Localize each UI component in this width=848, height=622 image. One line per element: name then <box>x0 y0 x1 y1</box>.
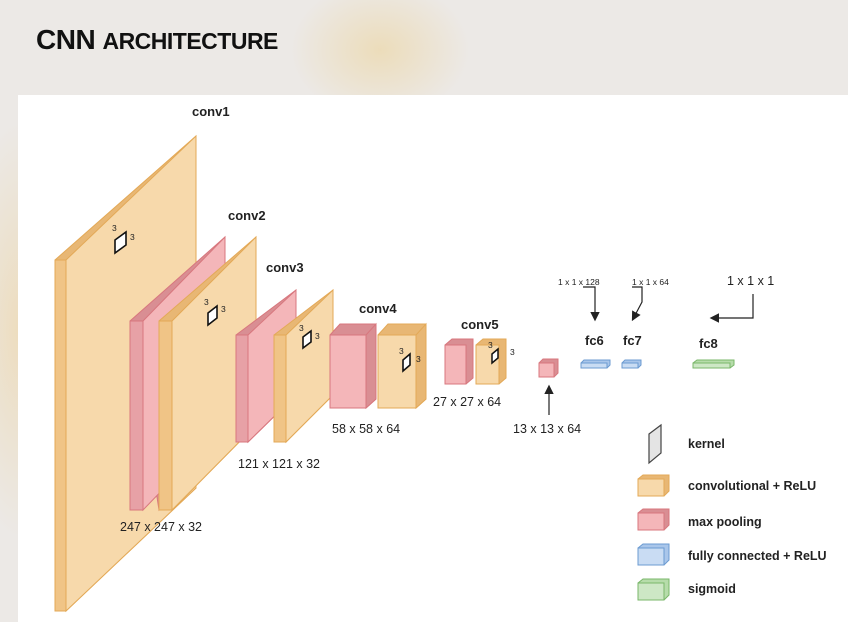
page-title: CNN ARCHITECTURE <box>36 24 278 55</box>
legend-item-kernel: kernel <box>648 423 725 465</box>
kernel-icon <box>302 329 312 350</box>
arrow <box>631 286 643 322</box>
fc7-label: fc7 <box>623 333 642 348</box>
conv4-block <box>377 322 427 410</box>
diagram-panel: conv1 3 3 conv2 3 3 conv3 3 3 <box>18 95 848 622</box>
legend-item-pool: max pooling <box>637 508 762 531</box>
legend-swatch <box>637 512 665 531</box>
conv1-label: conv1 <box>192 104 230 119</box>
conv5-label: conv5 <box>461 317 499 332</box>
dimension-label: 13 x 13 x 64 <box>513 422 581 436</box>
conv2-block <box>158 235 257 512</box>
pool5-block <box>538 358 559 378</box>
kernel-size-label: 3 <box>399 346 404 356</box>
conv3-label: conv3 <box>266 260 304 275</box>
dimension-label: 121 x 121 x 32 <box>238 457 320 471</box>
kernel-size-label: 3 <box>221 304 226 314</box>
kernel-icon <box>491 347 499 365</box>
legend-swatch <box>637 547 665 566</box>
dimension-label: 1 x 1 x 64 <box>632 277 669 287</box>
kernel-size-label: 3 <box>299 323 304 333</box>
dimension-label: 58 x 58 x 64 <box>332 422 400 436</box>
kernel-size-label: 3 <box>510 347 515 357</box>
dimension-label: 247 x 247 x 32 <box>120 520 202 534</box>
kernel-size-label: 3 <box>416 354 421 364</box>
kernel-icon <box>402 352 411 373</box>
conv2-label: conv2 <box>228 208 266 223</box>
dimension-label: 1 x 1 x 128 <box>558 277 600 287</box>
legend-label: convolutional + ReLU <box>688 479 816 493</box>
legend-item-fc: fully connected + ReLU <box>637 543 827 566</box>
legend-label: fully connected + ReLU <box>688 549 827 563</box>
kernel-icon <box>114 230 127 255</box>
fc6-label: fc6 <box>585 333 604 348</box>
kernel-icon <box>648 423 662 465</box>
cnn-diagram: conv1 3 3 conv2 3 3 conv3 3 3 <box>54 104 827 613</box>
conv4-label: conv4 <box>359 301 397 316</box>
pool4-block <box>444 338 474 385</box>
legend-label: sigmoid <box>688 582 736 596</box>
kernel-icon <box>207 304 218 327</box>
kernel-size-label: 3 <box>112 223 117 233</box>
kernel-size-label: 3 <box>204 297 209 307</box>
fc7-block <box>621 359 642 369</box>
kernel-size-label: 3 <box>130 232 135 242</box>
pool3-block <box>329 322 377 410</box>
fc8-block <box>692 359 735 369</box>
legend-swatch <box>637 478 665 497</box>
legend-swatch <box>637 582 665 601</box>
legend: kernel convolutional + ReLU max pooling … <box>637 423 827 601</box>
kernel-size-label: 3 <box>488 340 493 350</box>
legend-item-conv: convolutional + ReLU <box>637 474 816 497</box>
arrow <box>709 294 754 323</box>
conv3-block <box>273 288 334 444</box>
dimension-label: 27 x 27 x 64 <box>433 395 501 409</box>
arrow <box>583 286 600 322</box>
legend-label: max pooling <box>688 515 762 529</box>
kernel-size-label: 3 <box>315 331 320 341</box>
dimension-label: 1 x 1 x 1 <box>727 274 774 288</box>
legend-item-sigmoid: sigmoid <box>637 578 736 601</box>
legend-label: kernel <box>688 437 725 451</box>
fc6-block <box>580 359 611 369</box>
fc8-label: fc8 <box>699 336 718 351</box>
